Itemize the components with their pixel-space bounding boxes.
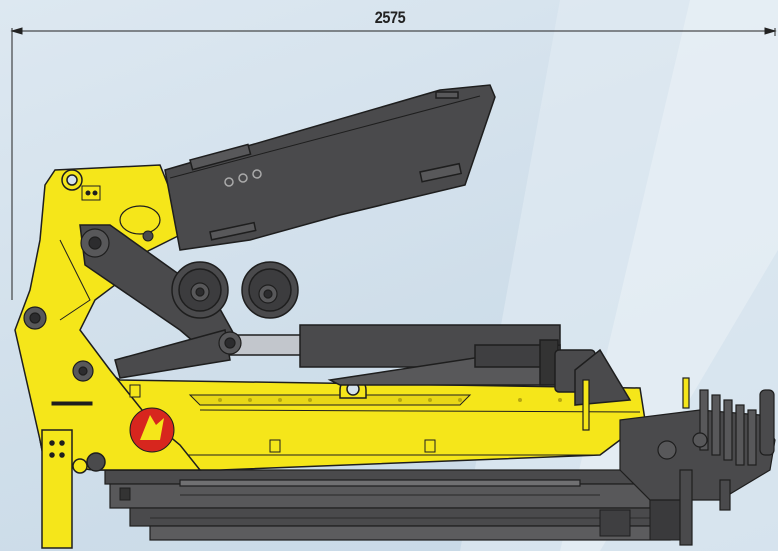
- pivot-bolts: [23, 228, 278, 382]
- brand-logo: [129, 407, 175, 453]
- top-ring: [61, 169, 83, 191]
- dimension-label: 2575: [374, 8, 406, 27]
- foot-pillar: [41, 429, 106, 549]
- base-rivets: [218, 398, 562, 402]
- rail-details: [119, 487, 681, 541]
- column-fittings: [51, 185, 436, 453]
- outer-boom: [164, 84, 496, 251]
- control-valve-block: [582, 377, 776, 546]
- chassis-rail: [104, 469, 691, 541]
- dimension-line: [10, 27, 777, 300]
